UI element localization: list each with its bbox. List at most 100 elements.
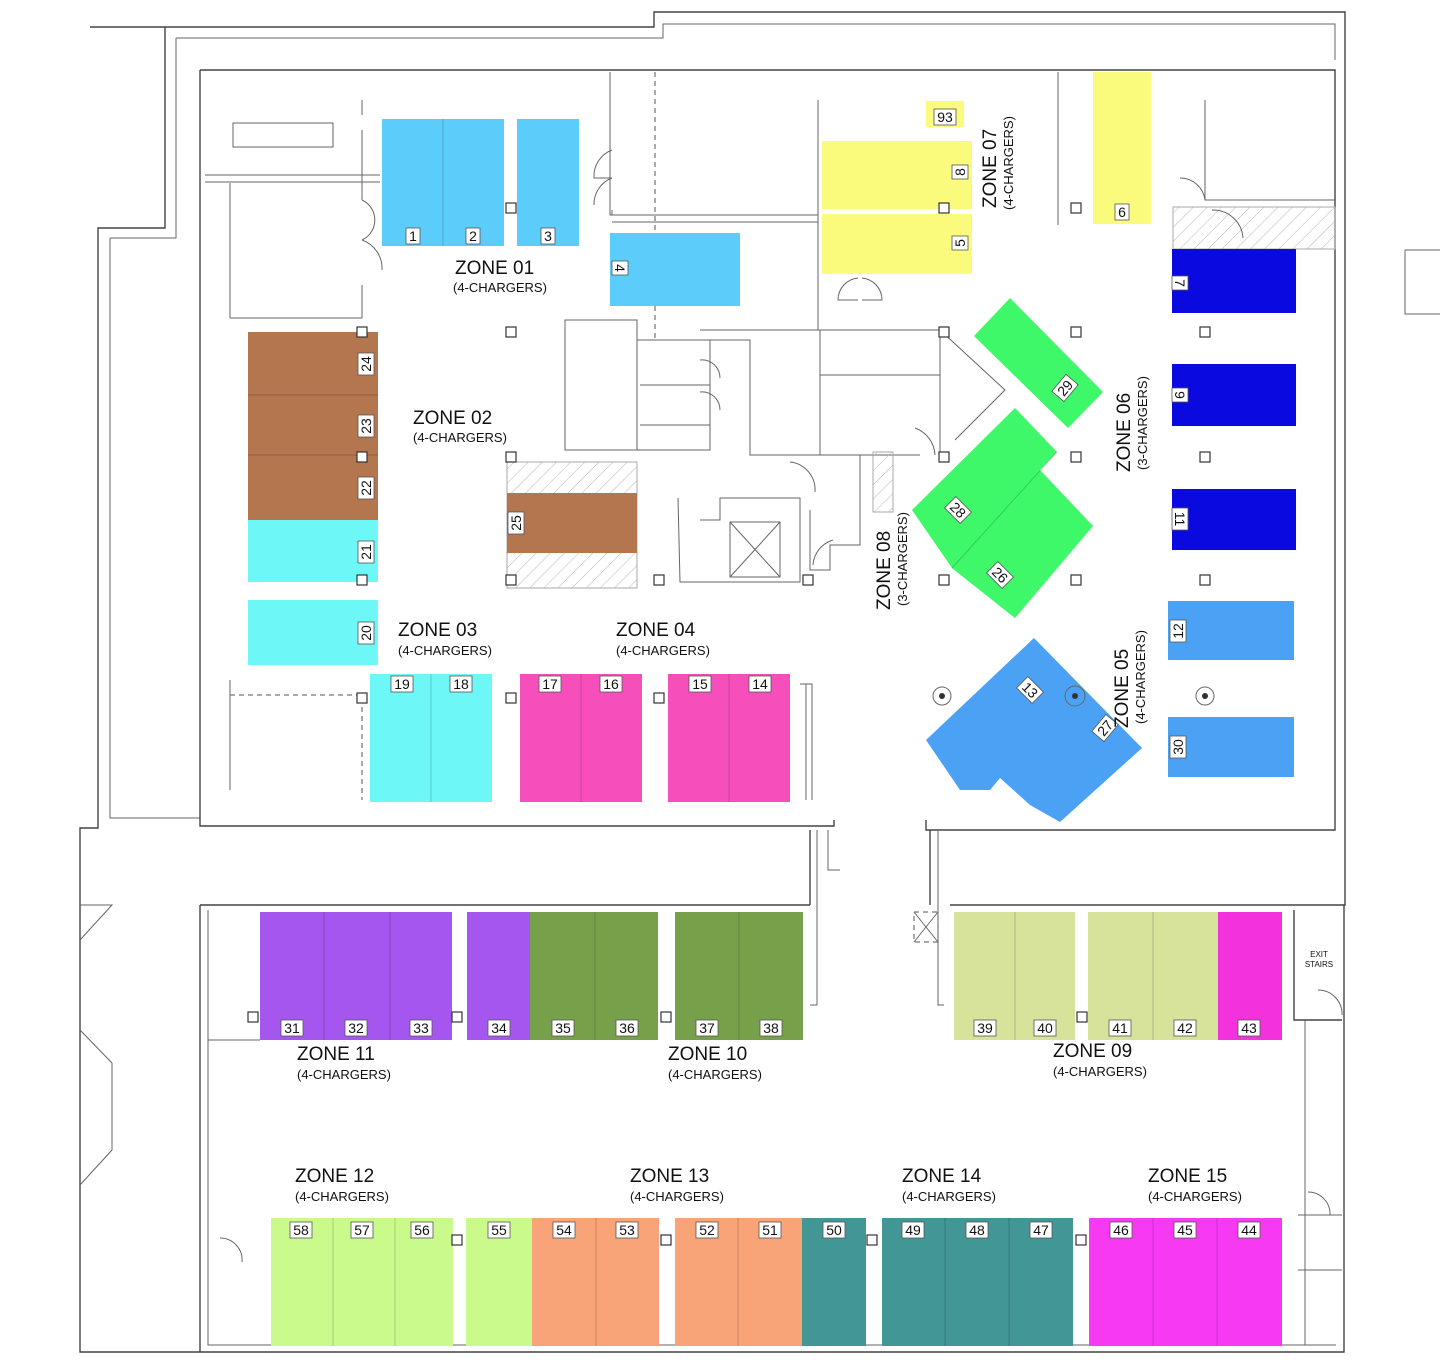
svg-text:ZONE 08: ZONE 08 xyxy=(874,531,895,610)
space-number-label: 27 xyxy=(1091,713,1119,743)
svg-text:ZONE 11: ZONE 11 xyxy=(297,1044,375,1065)
space-number-label: 6 xyxy=(1114,203,1130,221)
space-number-label: 51 xyxy=(758,1221,782,1239)
svg-text:ZONE 07: ZONE 07 xyxy=(980,129,1001,208)
zone-label: ZONE 09 (4-CHARGERS) xyxy=(1053,1041,1147,1079)
space-number-label: 42 xyxy=(1173,1019,1197,1037)
svg-text:20: 20 xyxy=(358,625,374,641)
svg-text:(4-CHARGERS): (4-CHARGERS) xyxy=(398,643,492,658)
parking-space xyxy=(466,1218,532,1346)
space-number-label: 21 xyxy=(357,540,375,564)
svg-text:53: 53 xyxy=(619,1222,635,1238)
svg-text:(4-CHARGERS): (4-CHARGERS) xyxy=(1001,116,1016,210)
column-icon xyxy=(505,451,517,463)
parking-space xyxy=(954,912,1075,1040)
svg-text:ZONE 06: ZONE 06 xyxy=(1114,393,1135,472)
svg-text:19: 19 xyxy=(394,676,410,692)
zone-label: ZONE 12 (4-CHARGERS) xyxy=(295,1166,389,1204)
svg-text:44: 44 xyxy=(1241,1222,1257,1238)
parking-space xyxy=(1089,1218,1282,1346)
parking-space xyxy=(248,520,378,582)
svg-text:ZONE 02: ZONE 02 xyxy=(413,408,492,429)
exit-stairs-label: EXIT STAIRS xyxy=(1305,950,1333,969)
svg-text:38: 38 xyxy=(763,1020,779,1036)
parking-space xyxy=(1172,489,1296,550)
svg-text:ZONE 01: ZONE 01 xyxy=(455,258,534,279)
svg-text:ZONE 10: ZONE 10 xyxy=(668,1044,747,1065)
svg-text:24: 24 xyxy=(358,356,374,372)
column-icon xyxy=(1070,326,1082,338)
columns xyxy=(247,202,1211,1246)
zone-label: ZONE 07 (4-CHARGERS) xyxy=(980,116,1016,210)
column-icon xyxy=(356,574,368,586)
space-number-label: 28 xyxy=(943,495,973,525)
parking-space xyxy=(675,912,803,1040)
column-icon xyxy=(505,202,517,214)
space-number-label: 49 xyxy=(901,1221,925,1239)
space-number-label: 53 xyxy=(615,1221,639,1239)
space-number-label: 34 xyxy=(487,1019,511,1037)
svg-text:(4-CHARGERS): (4-CHARGERS) xyxy=(1133,630,1148,724)
svg-text:(3-CHARGERS): (3-CHARGERS) xyxy=(1135,376,1150,470)
column-icon xyxy=(505,692,517,704)
svg-text:STAIRS: STAIRS xyxy=(1305,960,1333,969)
svg-text:51: 51 xyxy=(762,1222,778,1238)
parking-space xyxy=(668,674,790,802)
svg-text:41: 41 xyxy=(1112,1020,1128,1036)
space-number-label: 7 xyxy=(1171,275,1189,291)
parking-space xyxy=(822,214,972,274)
svg-text:49: 49 xyxy=(905,1222,921,1238)
parking-space xyxy=(532,1218,659,1346)
door-swing-icon xyxy=(219,149,1343,1263)
space-number-label: 22 xyxy=(357,476,375,500)
svg-text:ZONE 14: ZONE 14 xyxy=(902,1166,982,1187)
svg-text:22: 22 xyxy=(358,480,374,496)
svg-text:4: 4 xyxy=(612,264,628,272)
svg-text:47: 47 xyxy=(1033,1222,1049,1238)
zone-label: ZONE 03 (4-CHARGERS) xyxy=(398,620,492,658)
parking-space xyxy=(974,298,1103,428)
column-icon xyxy=(451,1011,463,1023)
svg-text:34: 34 xyxy=(491,1020,507,1036)
svg-text:18: 18 xyxy=(453,676,469,692)
zone-label: ZONE 08 (3-CHARGERS) xyxy=(874,512,910,610)
space-number-label: 35 xyxy=(551,1019,575,1037)
space-number-label: 23 xyxy=(357,414,375,438)
space-number-label: 17 xyxy=(538,675,562,693)
space-number-label: 16 xyxy=(599,675,623,693)
space-number-label: 4 xyxy=(611,260,629,276)
svg-text:12: 12 xyxy=(1170,623,1186,639)
space-number-label: 13 xyxy=(1015,675,1045,705)
svg-text:(4-CHARGERS): (4-CHARGERS) xyxy=(668,1067,762,1082)
svg-text:14: 14 xyxy=(752,676,768,692)
svg-text:36: 36 xyxy=(619,1020,635,1036)
space-number-label: 44 xyxy=(1237,1221,1261,1239)
parking-space xyxy=(507,493,637,553)
svg-text:7: 7 xyxy=(1172,279,1188,287)
column-icon xyxy=(505,574,517,586)
column-icon xyxy=(866,1234,878,1246)
svg-text:15: 15 xyxy=(692,676,708,692)
svg-text:(4-CHARGERS): (4-CHARGERS) xyxy=(295,1189,389,1204)
column-icon xyxy=(1070,202,1082,214)
column-icon xyxy=(1075,1234,1087,1246)
parking-space xyxy=(467,912,530,1040)
svg-text:(4-CHARGERS): (4-CHARGERS) xyxy=(616,643,710,658)
space-number-label: 24 xyxy=(357,352,375,376)
hatch-area xyxy=(872,451,894,513)
svg-text:ZONE 13: ZONE 13 xyxy=(630,1166,709,1187)
space-number-label: 57 xyxy=(350,1221,374,1239)
svg-text:5: 5 xyxy=(952,239,968,247)
svg-text:56: 56 xyxy=(414,1222,430,1238)
parking-space xyxy=(882,1218,1073,1346)
svg-text:54: 54 xyxy=(556,1222,572,1238)
space-number-label: 48 xyxy=(965,1221,989,1239)
svg-text:31: 31 xyxy=(284,1020,300,1036)
svg-text:46: 46 xyxy=(1113,1222,1129,1238)
svg-text:(3-CHARGERS): (3-CHARGERS) xyxy=(895,512,910,606)
svg-text:6: 6 xyxy=(1118,204,1126,220)
column-icon xyxy=(660,1234,672,1246)
svg-text:43: 43 xyxy=(1241,1020,1257,1036)
column-icon xyxy=(1199,451,1211,463)
